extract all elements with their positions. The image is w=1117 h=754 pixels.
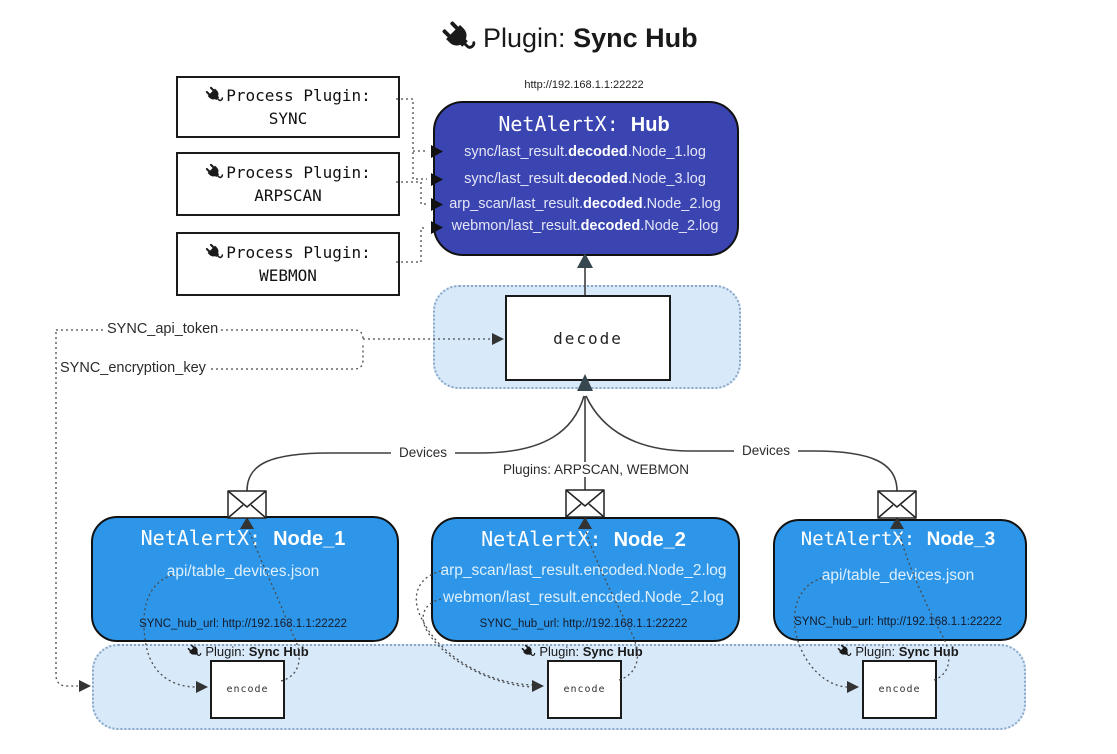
encode-plugin-label: Plugin: Sync Hub (828, 644, 968, 659)
hub-title: NetAlertX: Hub (498, 112, 670, 136)
hub-log-line: arp_scan/last_result.decoded.Node_2.log (449, 196, 721, 212)
hub-log-line: webmon/last_result.decoded.Node_2.log (451, 218, 719, 234)
node-3-footer: SYNC_hub_url: http://192.168.1.1:22222 (794, 616, 1002, 628)
devices-left-label: Devices (391, 445, 455, 460)
devices-right-label: Devices (734, 443, 798, 458)
envelope-icon (877, 490, 917, 519)
encode-plugin-label-text: Plugin: Sync Hub (539, 644, 643, 659)
process-plugin-name: SYNC (268, 109, 308, 128)
node-1-box (91, 516, 399, 642)
decode-box: decode (505, 295, 671, 381)
process-plugin-label: Process Plugin: (226, 85, 371, 105)
encode-plugin-label: Plugin: Sync Hub (178, 644, 318, 659)
plug-icon (205, 86, 224, 105)
node-1-title: NetAlertX: Node_1 (140, 526, 346, 550)
node-1-footer: SYNC_hub_url: http://192.168.1.1:22222 (139, 618, 347, 630)
plug-icon (187, 644, 202, 659)
encode-plugin-label-text: Plugin: Sync Hub (205, 644, 309, 659)
process-plugin-name: WEBMON (259, 266, 317, 285)
hub-log-line: sync/last_result.decoded.Node_3.log (464, 171, 706, 187)
plug-icon (205, 163, 224, 182)
plug-icon (521, 644, 536, 659)
process-plugin-label: Process Plugin: (226, 162, 371, 182)
plugin-hub-connectors (396, 98, 427, 263)
node-2-line: webmon/last_result.encoded.Node_2.log (443, 589, 724, 606)
process-plugin-arpscan-box: Process Plugin: ARPSCAN (176, 152, 400, 216)
hub-log-line: sync/last_result.decoded.Node_1.log (464, 144, 706, 160)
encode-box: encode (547, 660, 622, 719)
process-plugin-label: Process Plugin: (226, 242, 371, 262)
sync-api-token-label: SYNC_api_token (104, 321, 222, 337)
node-3-line: api/table_devices.json (821, 567, 975, 584)
node-2-title: NetAlertX: Node_2 (481, 527, 686, 551)
encode-plugin-label-text: Plugin: Sync Hub (855, 644, 959, 659)
node-2-line: arp_scan/last_result.encoded.Node_2.log (440, 562, 727, 579)
node-2-footer: SYNC_hub_url: http://192.168.1.1:22222 (479, 618, 688, 630)
node-3-title: NetAlertX: Node_3 (800, 528, 996, 550)
process-plugin-sync-box: Process Plugin: SYNC (176, 76, 400, 138)
node-1-line: api/table_devices.json (166, 563, 320, 580)
page-title: Plugin: Sync Hub (441, 16, 698, 60)
plugins-center-label: Plugins: ARPSCAN, WEBMON (500, 462, 689, 477)
envelope-icon (227, 490, 267, 519)
hub-url: http://192.168.1.1:22222 (524, 79, 644, 91)
process-plugin-name: ARPSCAN (254, 186, 322, 205)
envelope-icon (565, 489, 605, 518)
plug-icon (441, 20, 477, 56)
encode-box: encode (862, 660, 937, 719)
encode-plugin-label: Plugin: Sync Hub (512, 644, 652, 659)
plug-icon (205, 243, 224, 262)
page-title-text: Plugin: Sync Hub (483, 22, 698, 53)
plug-icon (837, 644, 852, 659)
encode-box: encode (210, 660, 285, 719)
hub-box (433, 101, 739, 256)
sync-encryption-key-label: SYNC_encryption_key (57, 360, 209, 376)
process-plugin-webmon-box: Process Plugin: WEBMON (176, 232, 400, 296)
